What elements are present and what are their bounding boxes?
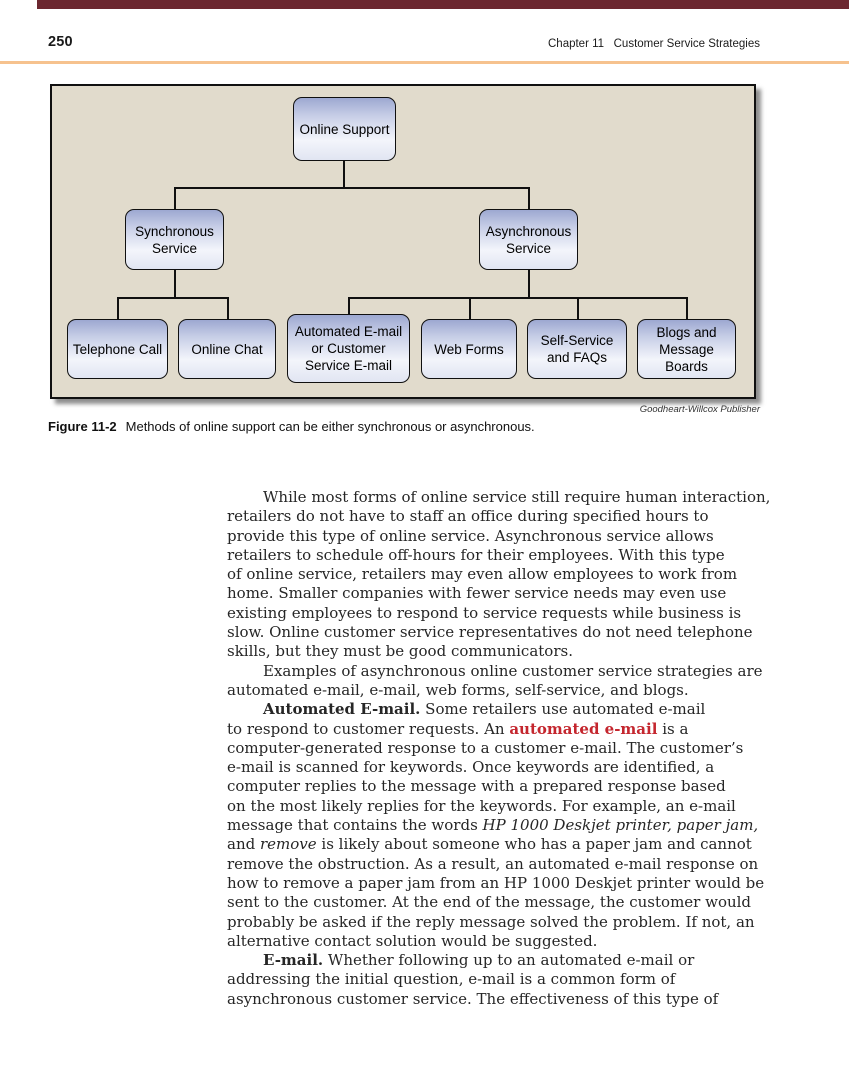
figure-credit: Goodheart-Willcox Publisher bbox=[639, 404, 760, 415]
connector-line bbox=[469, 297, 471, 319]
diagram-node-synchronous-service: Synchronous Service bbox=[125, 209, 224, 270]
connector-line bbox=[686, 297, 688, 319]
text-line: and remove is likely about someone who h… bbox=[227, 835, 837, 854]
text-line: automated e-mail, e-mail, web forms, sel… bbox=[227, 680, 689, 699]
diagram-node-online-chat: Online Chat bbox=[178, 319, 276, 379]
page-number: 250 bbox=[48, 34, 73, 50]
text-line: on the most likely replies for the keywo… bbox=[227, 796, 736, 815]
connector-line bbox=[528, 187, 530, 209]
text-line: probably be asked if the reply message s… bbox=[227, 912, 755, 931]
text-line: provide this type of online service. Asy… bbox=[227, 526, 714, 545]
text-line: While most forms of online service still… bbox=[263, 488, 771, 506]
text-line: asynchronous customer service. The effec… bbox=[227, 989, 719, 1008]
page-top-accent-bar bbox=[37, 0, 849, 9]
text-line: remove the obstruction. As a result, an … bbox=[227, 854, 759, 873]
diagram-node-self-service-faqs: Self-Service and FAQs bbox=[527, 319, 627, 379]
text-line: alternative contact solution would be su… bbox=[227, 931, 598, 950]
text-run: to respond to customer requests. An bbox=[227, 719, 510, 738]
connector-line bbox=[174, 187, 176, 209]
connector-line bbox=[348, 297, 350, 314]
text-line: retailers to schedule off-hours for thei… bbox=[227, 545, 725, 564]
text-line: slow. Online customer service representa… bbox=[227, 623, 753, 642]
text-line: of online service, retailers may even al… bbox=[227, 565, 738, 584]
text-line: addressing the initial question, e-mail … bbox=[227, 970, 676, 989]
text-run: Some retailers use automated e-mail bbox=[420, 700, 706, 719]
connector-line bbox=[343, 161, 345, 188]
header-rule bbox=[0, 61, 849, 64]
connector-line bbox=[117, 297, 229, 299]
text-line: home. Smaller companies with fewer servi… bbox=[227, 584, 727, 603]
connector-line bbox=[577, 297, 579, 319]
figure-caption-label: Figure 11-2 bbox=[48, 419, 117, 434]
connector-line bbox=[348, 297, 688, 299]
figure-11-2-diagram: Online Support Synchronous Service Async… bbox=[50, 84, 756, 399]
connector-line bbox=[174, 187, 530, 189]
run-in-heading: E-mail. bbox=[263, 951, 324, 970]
diagram-node-web-forms: Web Forms bbox=[421, 319, 517, 379]
connector-line bbox=[174, 270, 176, 298]
figure-caption-text: Methods of online support can be either … bbox=[125, 419, 535, 434]
diagram-node-telephone-call: Telephone Call bbox=[67, 319, 168, 379]
text-line: sent to the customer. At the end of the … bbox=[227, 893, 752, 912]
text-line: e-mail is scanned for keywords. Once key… bbox=[227, 758, 715, 777]
text-line: Automated E-mail. Some retailers use aut… bbox=[227, 700, 837, 719]
figure-caption: Figure 11-2 Methods of online support can… bbox=[48, 419, 535, 434]
connector-line bbox=[117, 297, 119, 319]
text-line: how to remove a paper jam from an HP 100… bbox=[227, 873, 765, 892]
connector-line bbox=[227, 297, 229, 319]
text-line: existing employees to respond to service… bbox=[227, 603, 742, 622]
text-line: computer replies to the message with a p… bbox=[227, 777, 726, 796]
run-in-heading: Automated E-mail. bbox=[263, 700, 421, 719]
text-line: to respond to customer requests. An auto… bbox=[227, 720, 837, 739]
italic-phrase: HP 1000 Deskjet printer, paper jam, bbox=[482, 816, 759, 835]
diagram-node-automated-email: Automated E-mail or Customer Service E-m… bbox=[287, 314, 410, 383]
text-run: is likely about someone who has a paper … bbox=[316, 835, 752, 854]
running-header: Chapter 11 Customer Service Strategies bbox=[548, 38, 760, 50]
text-run: Whether following up to an automated e-m… bbox=[323, 951, 695, 970]
diagram-node-online-support: Online Support bbox=[293, 97, 396, 161]
text-line: retailers do not have to staff an office… bbox=[227, 507, 709, 526]
text-run: message that contains the words bbox=[227, 816, 483, 835]
text-line: computer-generated response to a custome… bbox=[227, 738, 744, 757]
text-line: message that contains the words HP 1000 … bbox=[227, 816, 837, 835]
text-run: and bbox=[227, 835, 260, 854]
italic-phrase: remove bbox=[259, 835, 317, 854]
diagram-node-blogs-message-boards: Blogs and Message Boards bbox=[637, 319, 736, 379]
text-line: Examples of asynchronous online customer… bbox=[263, 661, 763, 680]
key-term: automated e-mail bbox=[509, 719, 658, 738]
body-text: While most forms of online service still… bbox=[227, 488, 837, 1009]
text-line: E-mail. Whether following up to an autom… bbox=[227, 951, 837, 970]
text-run: is a bbox=[657, 719, 689, 738]
diagram-node-asynchronous-service: Asynchronous Service bbox=[479, 209, 578, 270]
connector-line bbox=[528, 270, 530, 298]
text-line: skills, but they must be good communicat… bbox=[227, 642, 573, 661]
